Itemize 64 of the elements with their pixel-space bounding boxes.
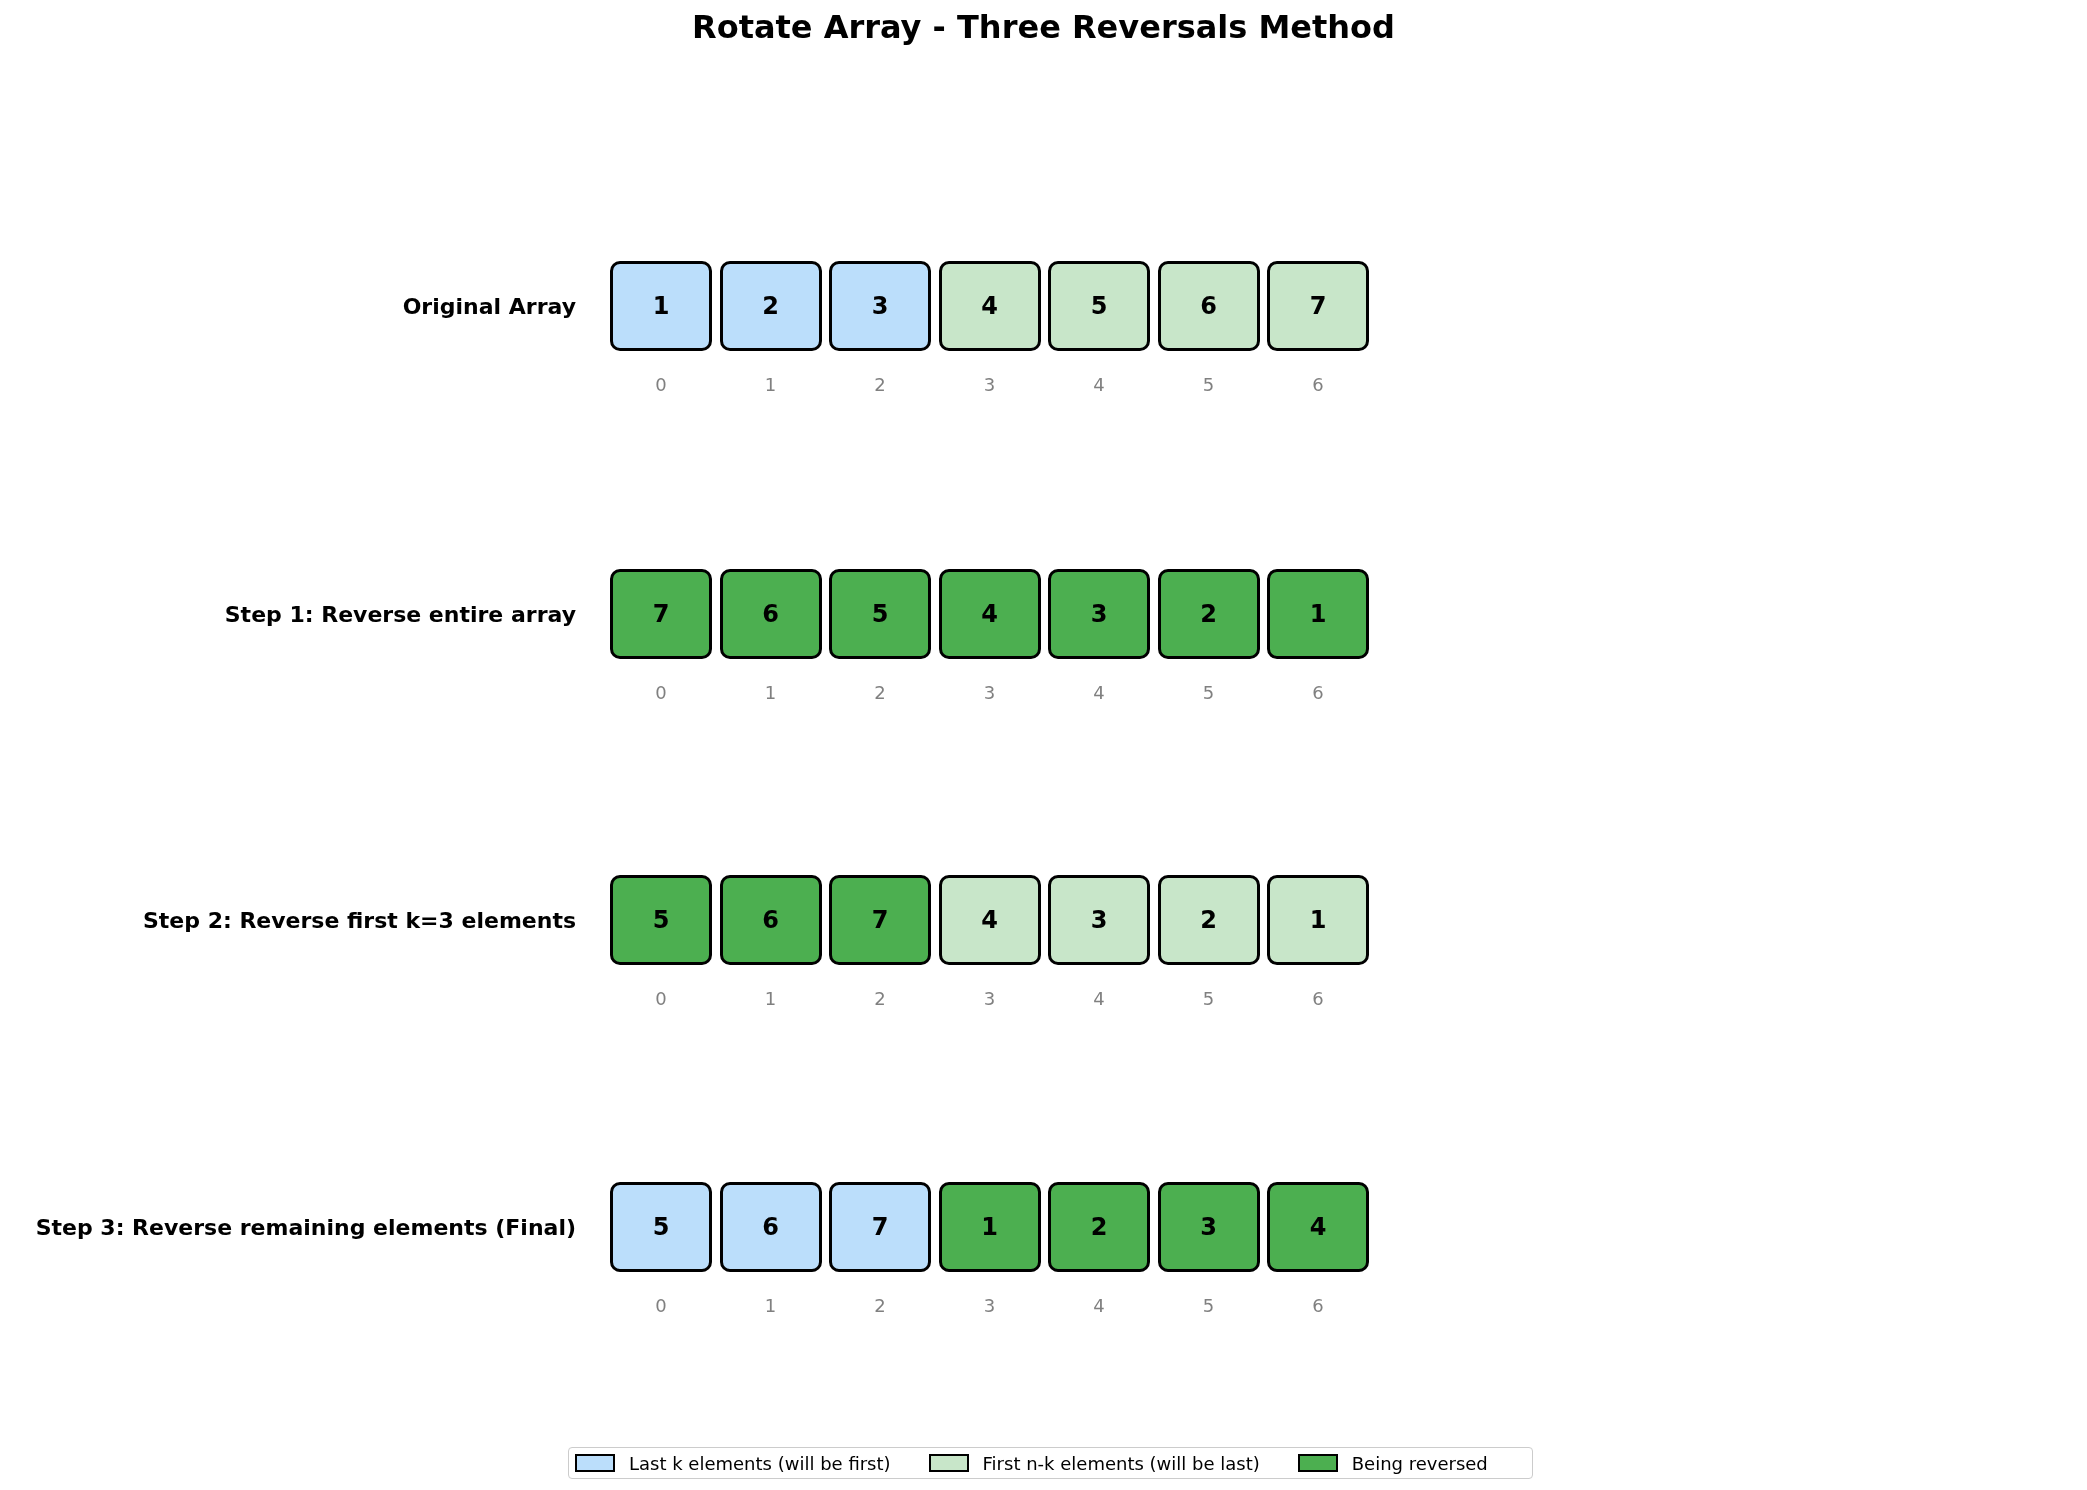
array-cell: 4 — [1267, 1182, 1369, 1272]
chart-title: Rotate Array - Three Reversals Method — [691, 8, 1396, 46]
array-cell: 2 — [719, 261, 822, 351]
array-cell: 2 — [1048, 1182, 1150, 1272]
array-cell: 1 — [1267, 569, 1369, 659]
index-number: 6 — [1311, 374, 1325, 395]
array-cell: 5 — [1048, 261, 1150, 351]
index-number: 4 — [1092, 682, 1106, 703]
index-number: 1 — [763, 988, 778, 1009]
index-number: 2 — [873, 682, 887, 703]
array-cell: 2 — [1157, 875, 1260, 965]
array-cell: 7 — [829, 1182, 931, 1272]
array-cell: 4 — [938, 261, 1041, 351]
array-cell: 5 — [610, 875, 712, 965]
index-number: 1 — [763, 1295, 778, 1316]
array-cell: 7 — [610, 569, 712, 659]
index-number: 2 — [873, 1295, 887, 1316]
index-number: 3 — [982, 374, 997, 395]
array-cell: 4 — [938, 569, 1041, 659]
index-number: 6 — [1311, 1295, 1325, 1316]
array-cell: 3 — [1157, 1182, 1260, 1272]
array-cell: 5 — [610, 1182, 712, 1272]
index-number: 4 — [1092, 374, 1106, 395]
array-cell: 5 — [829, 569, 931, 659]
index-number: 0 — [654, 374, 668, 395]
array-cell: 1 — [938, 1182, 1041, 1272]
row-label: Step 3: Reverse remaining elements (Final) — [35, 1214, 576, 1240]
legend-text: Being reversed — [1351, 1452, 1488, 1474]
array-cell: 7 — [1267, 261, 1369, 351]
index-number: 3 — [982, 682, 997, 703]
index-number: 3 — [982, 1295, 997, 1316]
index-number: 0 — [654, 988, 668, 1009]
array-cell: 6 — [719, 569, 822, 659]
array-cell: 1 — [1267, 875, 1369, 965]
index-number: 1 — [763, 682, 778, 703]
index-number: 6 — [1311, 682, 1325, 703]
index-number: 5 — [1201, 988, 1216, 1009]
index-number: 6 — [1311, 988, 1325, 1009]
array-cell: 3 — [1048, 569, 1150, 659]
array-cell: 3 — [829, 261, 931, 351]
index-number: 0 — [654, 1295, 668, 1316]
index-number: 0 — [654, 682, 668, 703]
legend-text: First n-k elements (will be last) — [982, 1452, 1260, 1474]
row-label: Step 2: Reverse first k=3 elements — [142, 907, 576, 933]
index-number: 5 — [1201, 1295, 1216, 1316]
array-cell: 2 — [1157, 569, 1260, 659]
index-number: 2 — [873, 988, 887, 1009]
index-number: 5 — [1201, 682, 1216, 703]
array-cell: 6 — [719, 875, 822, 965]
array-cell: 3 — [1048, 875, 1150, 965]
array-cell: 7 — [829, 875, 931, 965]
array-cell: 6 — [1157, 261, 1260, 351]
row-label: Step 1: Reverse entire array — [224, 601, 576, 627]
index-number: 5 — [1201, 374, 1216, 395]
row-label: Original Array — [402, 293, 576, 319]
array-cell: 4 — [938, 875, 1041, 965]
array-cell: 1 — [610, 261, 712, 351]
index-number: 4 — [1092, 988, 1106, 1009]
index-number: 4 — [1092, 1295, 1106, 1316]
index-number: 3 — [982, 988, 997, 1009]
array-cell: 6 — [719, 1182, 822, 1272]
index-number: 2 — [873, 374, 887, 395]
legend-text: Last k elements (will be first) — [629, 1452, 891, 1474]
index-number: 1 — [763, 374, 778, 395]
